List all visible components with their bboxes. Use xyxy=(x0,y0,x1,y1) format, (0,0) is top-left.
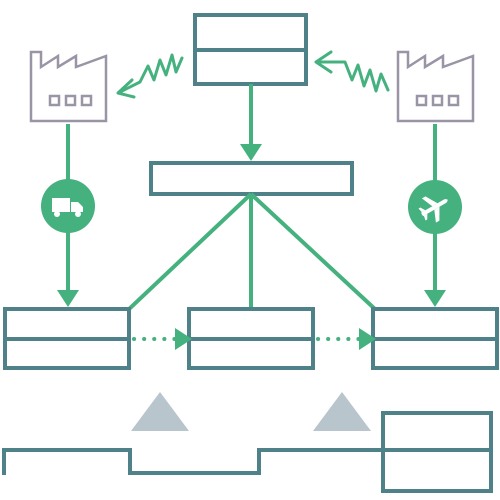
push-arrow-2-3 xyxy=(316,328,376,350)
production-control-box xyxy=(193,13,308,86)
push-arrow-1-2 xyxy=(132,328,192,350)
truck-icon xyxy=(41,179,95,233)
schedule-box xyxy=(149,161,354,196)
timeline-icon xyxy=(2,448,383,475)
control-to-schedule-arrow xyxy=(240,84,262,161)
electronic-info-flow-left-icon xyxy=(116,53,184,99)
process-box-3 xyxy=(371,307,499,370)
lead-time-box xyxy=(381,411,493,493)
schedule-distribution-lines xyxy=(126,192,378,312)
inventory-triangle-icon xyxy=(131,392,189,431)
airplane-icon xyxy=(408,180,462,234)
inventory-triangle-icon xyxy=(313,392,371,431)
process-box-2 xyxy=(187,307,315,370)
supplier-factory-left-icon xyxy=(29,50,108,123)
customer-factory-right-icon xyxy=(396,50,475,123)
electronic-info-flow-right-icon xyxy=(314,50,390,93)
process-box-1 xyxy=(3,307,131,370)
